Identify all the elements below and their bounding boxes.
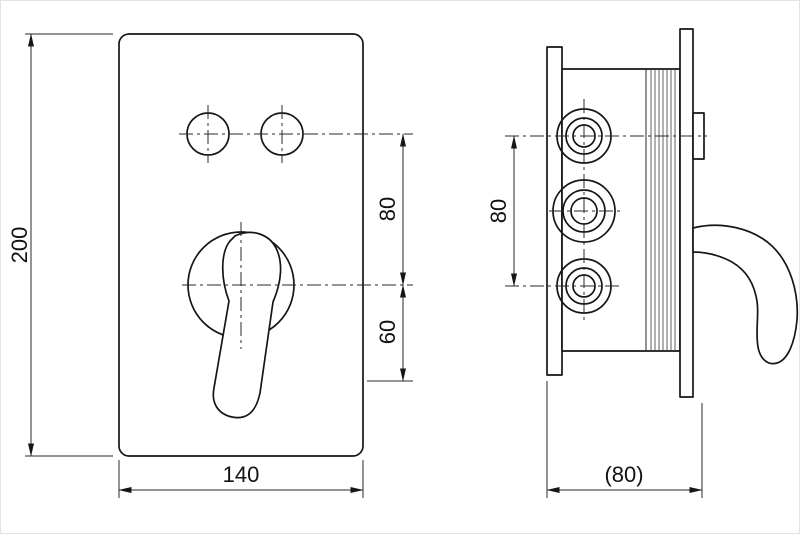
lever-handle-side [692,224,799,365]
wall-mount-plate [679,28,694,398]
dim-label-front-width: 140 [223,462,260,487]
body-hatch-lines [650,70,676,350]
dim-label-front-height: 200 [7,227,32,264]
dim-label-front-lower-offset: 60 [375,320,400,344]
side-centerlines [505,99,707,323]
extension-lines [25,33,113,457]
dimension-front-offsets: 80 60 [367,133,413,382]
dimension-side-depth: (80) [546,381,703,498]
lever-handle-front [212,231,282,419]
dim-label-front-upper-offset: 80 [375,197,400,221]
dim-label-side-port-spacing: 80 [486,199,511,223]
valve-body [561,68,681,352]
front-centerlines [179,105,413,349]
front-view [118,33,413,457]
dimension-front-height: 200 [7,33,113,457]
dimension-side-port-spacing: 80 [486,135,517,287]
dimension-front-width: 140 [118,460,364,498]
dim-label-side-depth: (80) [604,462,643,487]
side-view [505,28,799,398]
extension-lines [546,381,703,498]
